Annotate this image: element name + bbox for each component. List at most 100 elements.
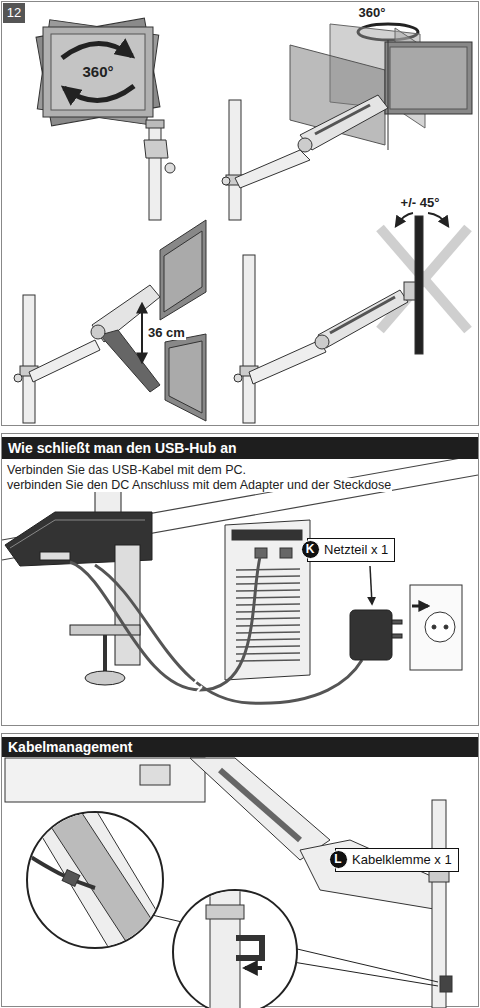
swivel-monitor <box>290 24 472 150</box>
instruction-text: Verbinden Sie das USB-Kabel mit dem PC. <box>6 463 247 477</box>
wall-socket <box>444 625 448 629</box>
pc-tower <box>236 576 300 577</box>
usb-hub-base <box>103 635 107 672</box>
header-text: Wie schließt man den USB-Hub an <box>8 440 237 456</box>
swivel-monitor <box>388 40 389 150</box>
callout-letter: L <box>329 850 348 869</box>
rotation-label: 360° <box>81 63 114 80</box>
tilt-arm <box>315 335 329 349</box>
tilt-arm <box>404 282 416 300</box>
height-monitors <box>160 220 206 421</box>
usb-hub-base <box>5 488 152 685</box>
magnifier-arm-clip <box>62 870 80 887</box>
magnifier-arm-clip <box>20 800 180 950</box>
tilt-label: +/- 45° <box>400 196 441 211</box>
pc-tower <box>236 590 300 591</box>
swivel-monitor <box>385 42 472 114</box>
pc-tower <box>236 569 300 570</box>
step-number: 12 <box>3 3 25 23</box>
power-adapter <box>392 634 402 638</box>
height-monitors <box>160 220 206 320</box>
monitor-arm <box>298 138 312 152</box>
arm <box>190 758 330 860</box>
callout-letter: K <box>306 543 315 557</box>
node-text: Netzteil x 1 <box>324 542 388 557</box>
wall-socket <box>425 612 455 642</box>
tilt-arm <box>249 340 326 384</box>
pole <box>144 120 175 220</box>
tilt-limit <box>380 228 468 330</box>
monitor-back <box>140 765 170 785</box>
cables <box>70 557 362 703</box>
monitor-arm <box>315 105 370 134</box>
power-adapter <box>370 566 372 604</box>
dimension-arrow <box>142 304 143 362</box>
pole <box>144 140 168 158</box>
leader-lines <box>293 962 438 986</box>
callout-box: Kabelklemme x 1L <box>335 848 459 872</box>
magnifier-pole-clip <box>245 966 262 970</box>
monitor-arm <box>300 95 388 150</box>
magnifier-pole-clip <box>206 905 244 919</box>
pole <box>165 163 175 173</box>
cables <box>70 557 260 690</box>
rotating-monitor <box>43 27 153 117</box>
magnifier-arm-clip <box>20 850 95 888</box>
monitor-arm <box>235 150 310 188</box>
callout-circle <box>301 540 319 558</box>
height-monitors <box>164 231 202 312</box>
tilt-arm <box>243 255 255 423</box>
magnifier-pole-clip <box>236 938 262 958</box>
pc-tower <box>236 625 300 626</box>
rotating-monitor <box>37 20 158 124</box>
header-text: Kabelmanagement <box>8 739 132 755</box>
magnifier-arm-clip <box>20 800 180 950</box>
monitor-back <box>5 758 205 802</box>
pc-tower <box>225 520 310 680</box>
tilt-limit <box>380 228 468 330</box>
tilt-arm <box>415 216 423 354</box>
tilt-arm <box>234 216 423 423</box>
tilt-arm <box>330 297 395 333</box>
swivel-monitor <box>390 47 467 109</box>
callout-circle <box>329 850 347 868</box>
rotating-monitor <box>51 34 145 110</box>
pc-tower <box>236 597 300 598</box>
rotating-monitor <box>36 18 160 126</box>
cables <box>192 680 202 692</box>
pc-tower <box>236 632 300 633</box>
panel-frame <box>2 434 479 726</box>
pc-tower <box>236 618 300 619</box>
usb-hub-base <box>115 545 140 665</box>
instruction-text: verbinden Sie den DC Anschluss mit dem A… <box>6 478 392 492</box>
panel-frame <box>2 2 479 426</box>
arm <box>440 976 452 992</box>
rotating-monitor <box>36 18 160 126</box>
node-text: 12 <box>7 6 21 21</box>
power-adapter <box>350 610 392 660</box>
panel-frame <box>2 434 479 726</box>
section-header: Kabelmanagement <box>2 737 478 757</box>
tilt-limit <box>428 213 448 226</box>
wall-socket <box>410 585 462 670</box>
magnifier-arm-clip <box>20 800 180 950</box>
usb-hub-base <box>85 671 125 685</box>
power-adapter <box>350 566 402 660</box>
pc-tower <box>236 604 300 605</box>
section-header: Wie schließt man den USB-Hub an <box>2 437 478 459</box>
pc-tower <box>255 548 267 558</box>
pole <box>146 120 164 128</box>
pc-tower <box>236 660 300 661</box>
pole <box>149 125 161 220</box>
power-adapter <box>392 620 402 624</box>
height-arm <box>14 285 160 423</box>
height-monitors <box>169 341 202 413</box>
node-text: Kabelklemme x 1 <box>352 852 452 867</box>
wall-socket <box>432 625 436 629</box>
rotating-monitor <box>62 43 132 58</box>
pc-tower <box>225 520 310 680</box>
magnifier-pole-clip <box>173 880 297 1008</box>
callout-letter: K <box>301 540 320 559</box>
rotating-monitor <box>64 86 134 101</box>
